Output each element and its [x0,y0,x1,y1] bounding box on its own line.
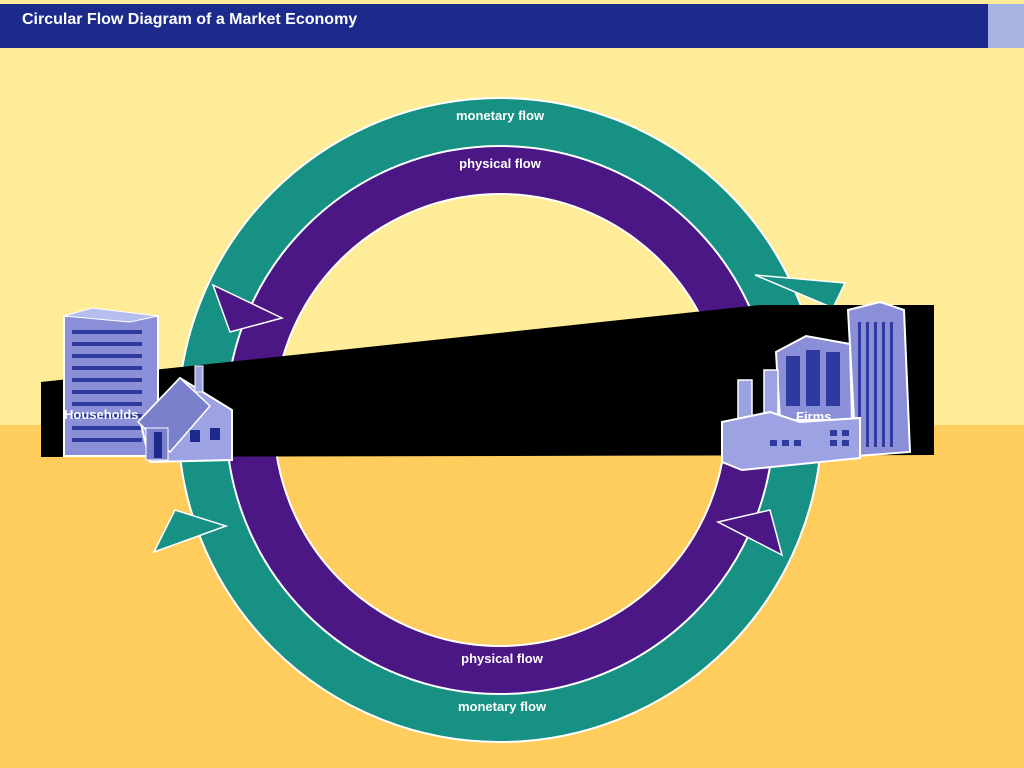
monetary-flow-label-bottom: monetary flow [458,699,547,714]
slide-title: Circular Flow Diagram of a Market Econom… [22,11,358,28]
monetary-flow-arrowhead-right [754,274,847,309]
physical-flow-arrowhead-left [211,283,285,333]
physical-flow-label-bottom: physical flow [461,651,544,666]
physical-flow-arrowhead-right [715,509,784,557]
households-label: Households [64,407,138,422]
monetary-flow-arrowhead-left [152,509,229,554]
monetary-flow-label-top: monetary flow [456,108,545,123]
firms-label: Firms [796,409,831,424]
connection-band [41,305,934,457]
physical-flow-label-top: physical flow [459,156,542,171]
title-accent [988,4,1024,48]
title-bar: Circular Flow Diagram of a Market Econom… [0,4,988,48]
firms-icon [721,300,912,472]
households-icon [63,307,233,464]
